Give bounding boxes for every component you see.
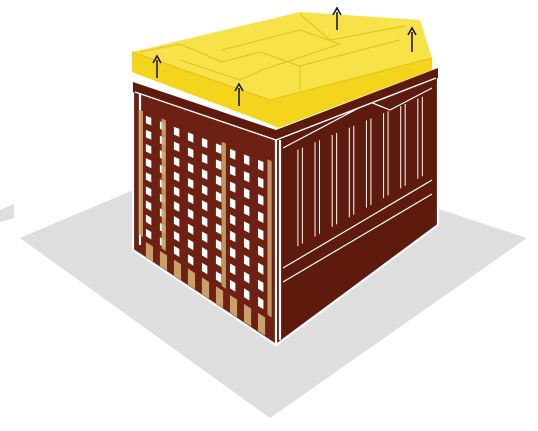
pilaster xyxy=(162,119,166,252)
ground-shadow-fragment xyxy=(0,204,14,222)
pilaster xyxy=(267,160,271,318)
pilaster xyxy=(139,110,143,237)
pilaster xyxy=(222,142,226,289)
